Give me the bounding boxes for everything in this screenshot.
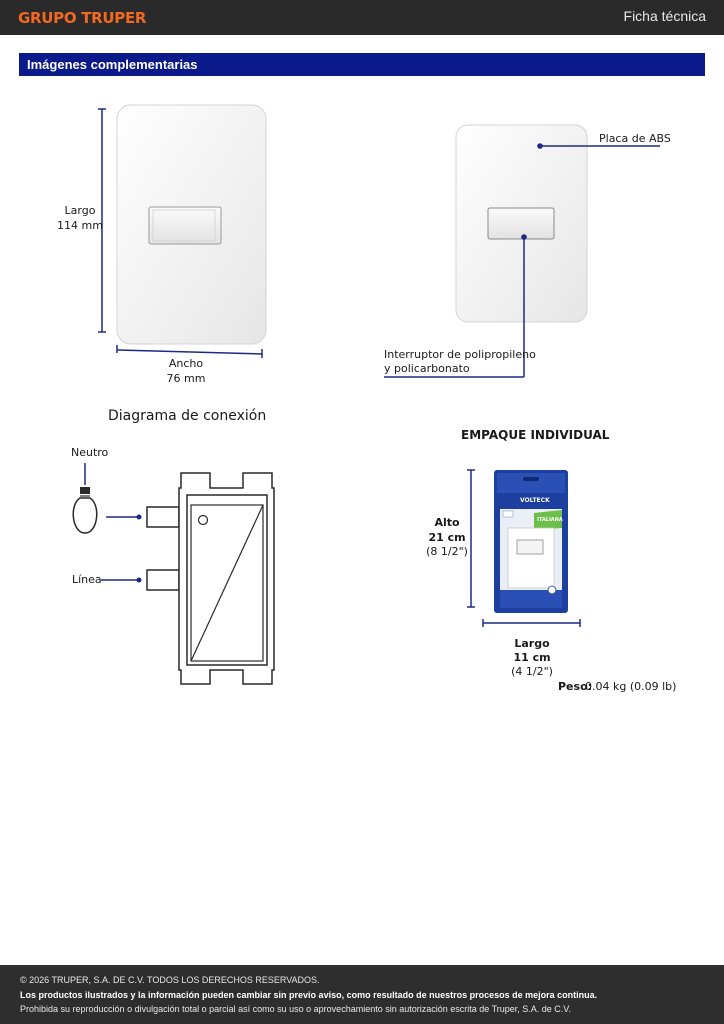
footer-notice: Los productos ilustrados y la informació… <box>20 990 598 1000</box>
ancho-value: 76 mm <box>166 372 206 385</box>
package-alto-value: 21 cm <box>428 531 466 544</box>
switch-plate-materials <box>455 124 588 323</box>
diagram-title: Diagrama de conexión <box>108 408 267 424</box>
brand-logo: GRUPO TRUPER <box>18 9 147 27</box>
header-bar: GRUPO TRUPER Ficha técnica <box>0 0 724 35</box>
package-green-tag: ITALIANA <box>537 517 563 523</box>
neutro-label: Neutro <box>71 446 109 459</box>
largo-value: 114 mm <box>57 219 103 232</box>
switch-plate-front <box>116 104 267 345</box>
package-largo-label: Largo <box>514 637 550 650</box>
package-image <box>494 470 568 613</box>
largo-dimension-line <box>98 108 106 333</box>
placa-callout-line <box>537 143 660 149</box>
linea-label: Línea <box>72 573 102 586</box>
ancho-label: Ancho <box>168 357 204 370</box>
package-largo-value: 11 cm <box>513 651 551 664</box>
package-weight-value: 0.04 kg (0.09 lb) <box>585 680 677 693</box>
switch-wiring-diagram <box>146 472 275 685</box>
footer-prohibition: Prohibida su reproducción o divulgación … <box>20 1004 571 1014</box>
light-bulb-icon <box>72 463 98 534</box>
neutral-wire <box>106 514 142 520</box>
largo-label: Largo <box>64 204 96 217</box>
package-largo-inch: (4 1/2") <box>511 665 553 678</box>
footer-copyright: © 2026 TRUPER, S.A. DE C.V. TODOS LOS DE… <box>20 975 320 985</box>
package-weight-label: Peso: <box>558 680 593 693</box>
package-alto-label: Alto <box>434 516 460 529</box>
section-title-bar: Imágenes complementarias <box>19 53 705 76</box>
placa-label: Placa de ABS <box>599 132 671 145</box>
footer: © 2026 TRUPER, S.A. DE C.V. TODOS LOS DE… <box>0 965 724 1024</box>
interruptor-callout-line <box>384 234 527 378</box>
section-title: Imágenes complementarias <box>27 57 198 72</box>
document-type: Ficha técnica <box>623 8 706 24</box>
package-alto-inch: (8 1/2") <box>426 545 468 558</box>
line-wire <box>101 577 142 583</box>
ancho-dimension-line <box>116 345 263 358</box>
package-alto-dimension <box>467 469 475 608</box>
package-largo-dimension <box>482 619 581 627</box>
interruptor-label-line2: y policarbonato <box>384 362 470 375</box>
interruptor-label-line1: Interruptor de polipropileno <box>384 348 536 361</box>
package-brand-text: VOLTECK <box>520 497 550 504</box>
package-title: EMPAQUE INDIVIDUAL <box>461 428 610 442</box>
